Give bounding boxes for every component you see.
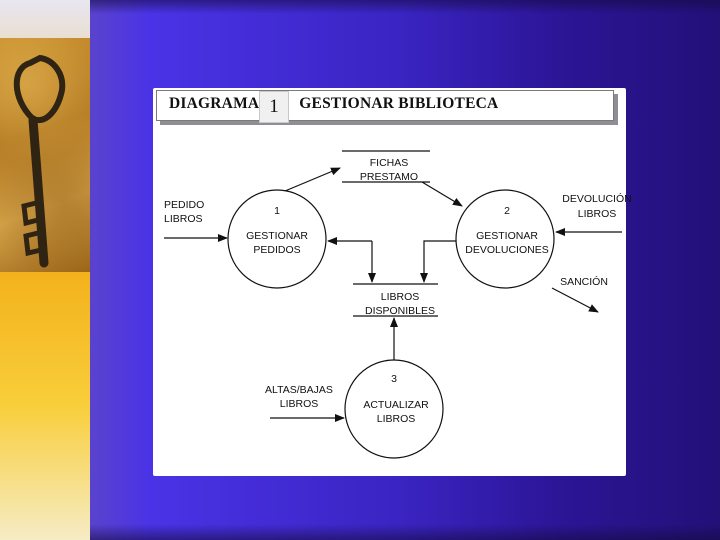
process-3-number: 3: [391, 373, 397, 385]
process-3-name-line2: LIBROS: [377, 413, 416, 425]
process-2-name-line2: DEVOLUCIONES: [465, 244, 548, 256]
flow-label-pedido-line1: PEDIDO: [164, 199, 204, 211]
process-circle-2: [455, 189, 555, 289]
diagram-title-box: DIAGRAMA GESTIONAR BIBLIOTECA: [156, 90, 614, 121]
process-1-number: 1: [274, 205, 280, 217]
process-2-number: 2: [504, 205, 510, 217]
diagram-title: DIAGRAMA GESTIONAR BIBLIOTECA: [169, 95, 498, 113]
flow-label-pedido-line2: LIBROS: [164, 213, 203, 225]
key-photo: [0, 38, 90, 272]
store-fichas-line1: FICHAS: [370, 157, 409, 169]
flow-label-devolucion-line1: DEVOLUCIÓN: [562, 192, 631, 205]
store-libros-line1: LIBROS: [381, 291, 420, 303]
flow-sancion: [551, 287, 599, 313]
bottom-shadow: [90, 524, 720, 540]
title-prefix: DIAGRAMA: [169, 95, 260, 112]
process-circle-1: [227, 189, 327, 289]
slide-number: 1: [259, 91, 289, 123]
antique-key-image: [13, 54, 66, 268]
flow-label-altas-line2: LIBROS: [280, 398, 319, 410]
top-shadow: [90, 0, 720, 14]
process-2-name-line1: GESTIONAR: [476, 230, 538, 242]
flow-label-sancion: SANCIÓN: [560, 275, 608, 288]
process-1-name-line1: GESTIONAR: [246, 230, 308, 242]
flow-label-devolucion-line2: LIBROS: [578, 208, 617, 220]
store-libros-line2: DISPONIBLES: [365, 305, 435, 317]
process-1-name-line2: PEDIDOS: [253, 244, 300, 256]
flow-p1-to-fichas: [284, 167, 341, 192]
store-fichas-line2: PRESTAMO: [360, 171, 418, 183]
process-3-name-line1: ACTUALIZAR: [363, 399, 429, 411]
flow-label-altas-line1: ALTAS/BAJAS: [265, 384, 333, 396]
flow-fichas-to-p2: [421, 181, 463, 207]
flow-p2-to-libros: [420, 240, 456, 283]
title-suffix: GESTIONAR BIBLIOTECA: [299, 95, 499, 112]
